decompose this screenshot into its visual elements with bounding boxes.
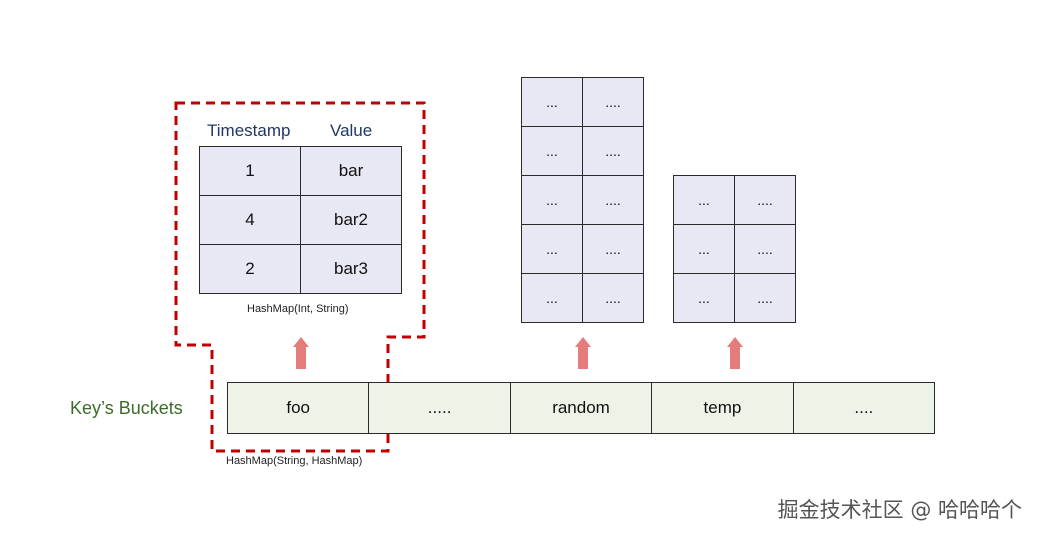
arrow-up-icon [293,337,309,369]
table-cell: ... [521,77,583,127]
timestamp-cell: 1 [199,146,301,196]
table-cell: ... [673,273,735,323]
arrow-up-icon [575,337,591,369]
table-cell: ... [521,175,583,225]
table-cell: .... [734,224,796,274]
table-cell: ... [673,224,735,274]
watermark: 掘金技术社区 @ 哈哈哈个 [777,498,1022,522]
table-cell: .... [734,273,796,323]
table-cell: .... [734,175,796,225]
bucket-random: random [510,383,653,433]
random-bucket-table: ....... ....... ....... ....... ....... [521,77,644,323]
table-row: ....... [673,273,796,323]
bucket-temp: temp [652,383,794,433]
table-row: ....... [521,77,644,127]
outer-hashmap-caption: HashMap(String, HashMap) [226,455,363,467]
table-row: 1 bar [199,146,402,196]
bucket-ellipsis: ..... [369,383,511,433]
table-cell: ... [521,273,583,323]
header-timestamp: Timestamp [207,121,291,140]
timestamp-cell: 2 [199,244,301,294]
table-cell: .... [582,273,644,323]
table-row: 2 bar3 [199,244,402,294]
timestamp-cell: 4 [199,195,301,245]
bucket-ellipsis: .... [793,383,935,433]
arrow-up-icon [727,337,743,369]
table-cell: ... [673,175,735,225]
table-row: ....... [673,224,796,274]
value-cell: bar2 [300,195,402,245]
header-value: Value [330,121,373,140]
bucket-foo: foo [228,383,370,433]
table-cell: .... [582,77,644,127]
table-row: ....... [521,273,644,323]
inner-hashmap-caption: HashMap(Int, String) [247,303,349,315]
temp-bucket-table: ....... ....... ....... [673,175,796,323]
table-cell: .... [582,126,644,176]
table-cell: .... [582,224,644,274]
table-row: ....... [673,175,796,225]
value-cell: bar3 [300,244,402,294]
table-row: ....... [521,224,644,274]
table-row: 4 bar2 [199,195,402,245]
table-row: ....... [521,126,644,176]
table-cell: ... [521,126,583,176]
key-buckets-row: foo ..... random temp .... [227,382,935,434]
table-cell: ... [521,224,583,274]
table-row: ....... [521,175,644,225]
table-cell: .... [582,175,644,225]
timestamp-value-table: 1 bar 4 bar2 2 bar3 [199,146,402,294]
buckets-label: Key’s Buckets [70,398,183,418]
value-cell: bar [300,146,402,196]
